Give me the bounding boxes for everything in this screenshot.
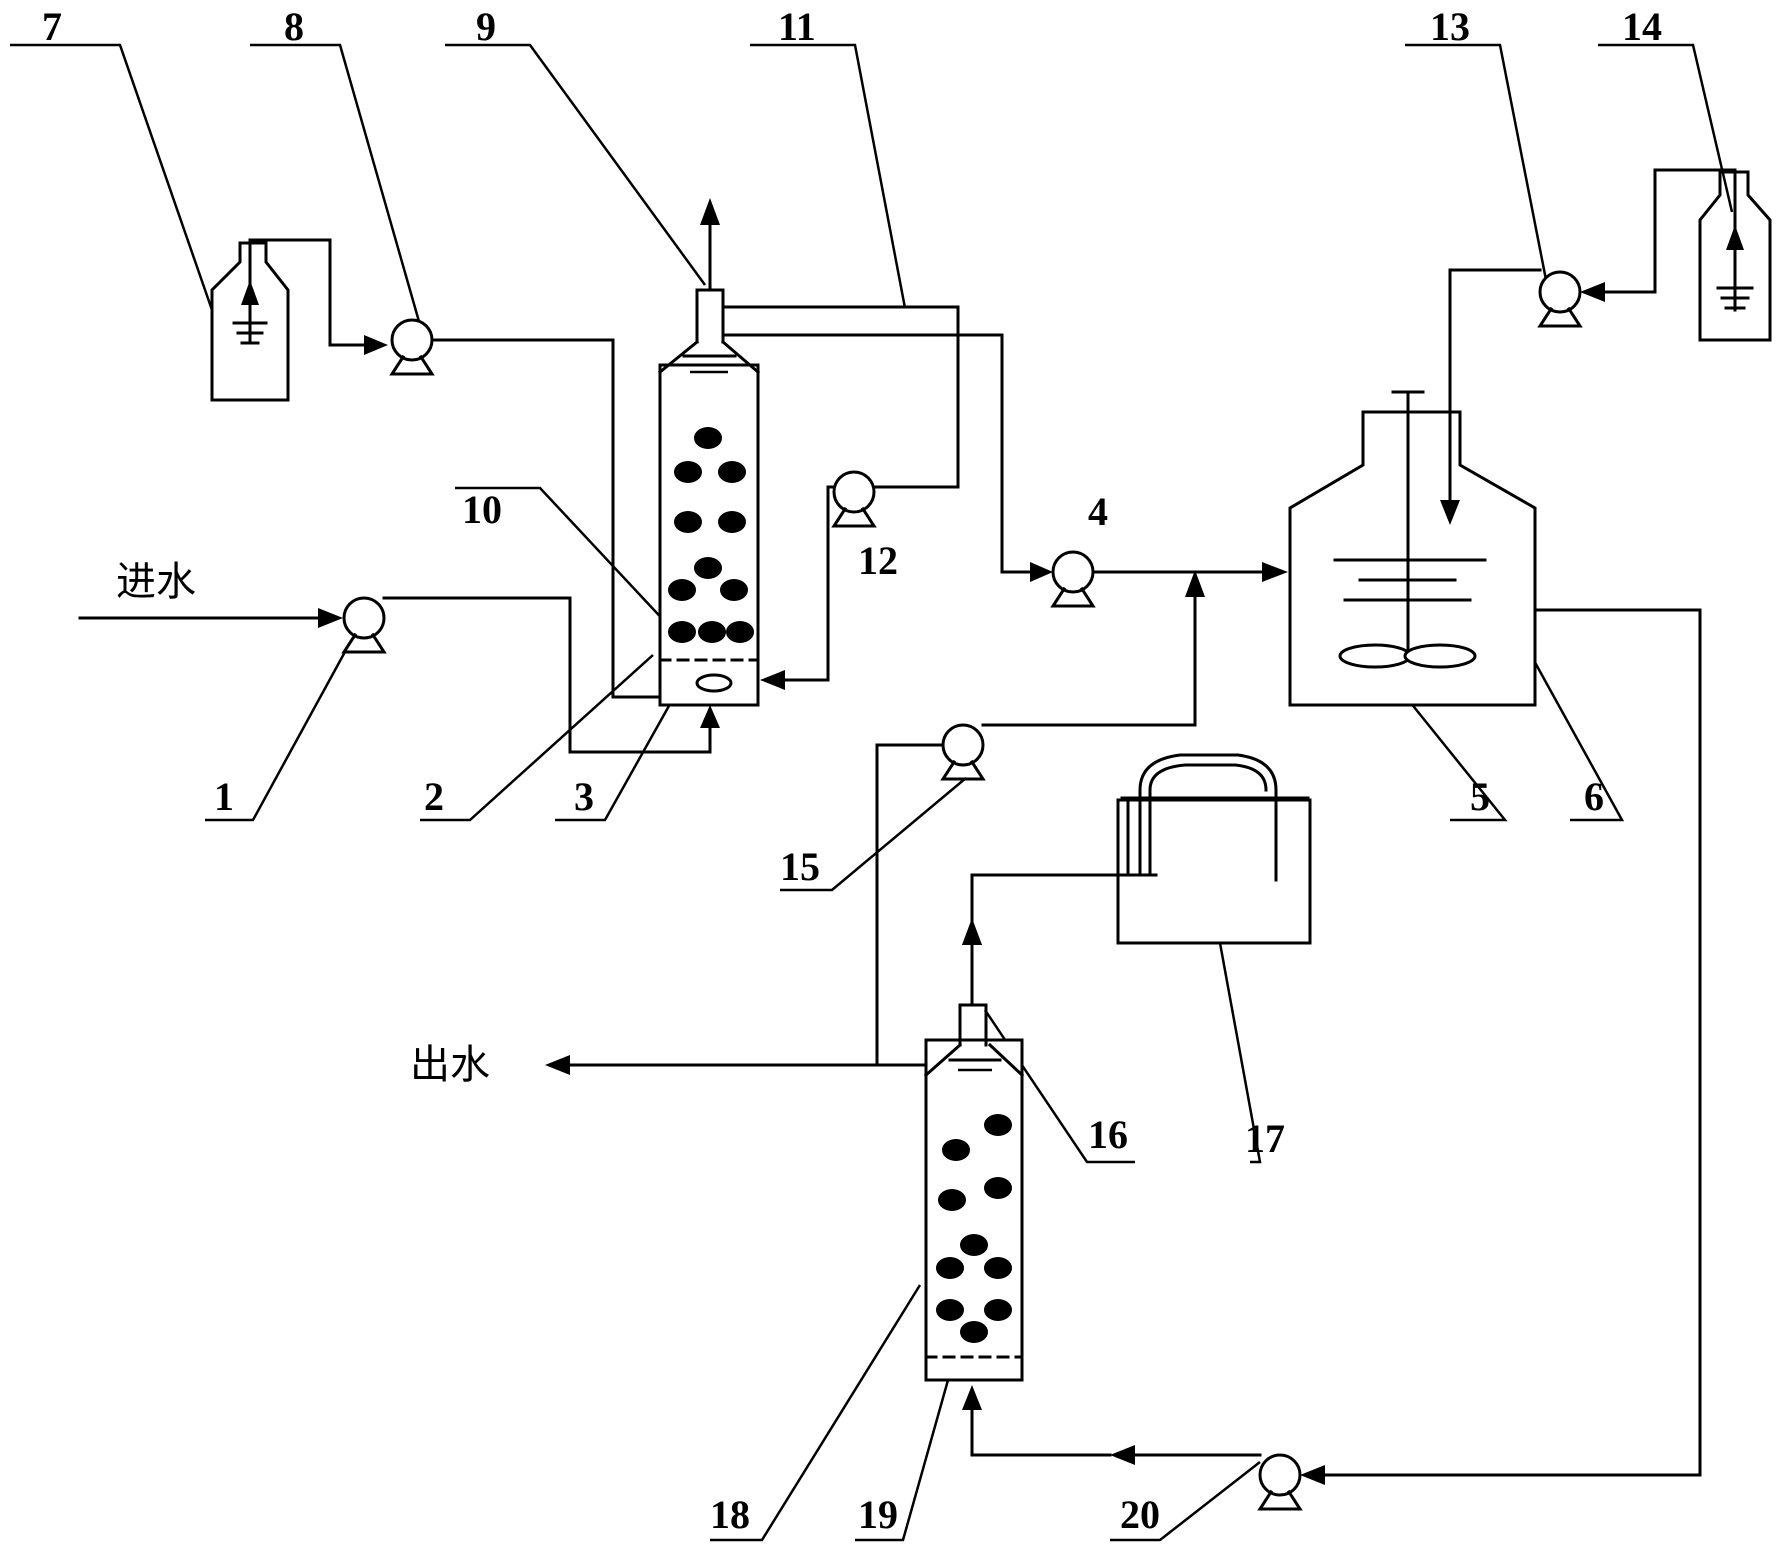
- label-7: 7: [42, 4, 62, 49]
- label-16: 16: [1088, 1112, 1128, 1157]
- reactor-column-upper: [657, 198, 761, 707]
- label-10: 10: [462, 487, 502, 532]
- inlet-label: 进水: [116, 559, 196, 605]
- label-12: 12: [858, 538, 898, 583]
- label-9: 9: [476, 4, 496, 49]
- dosing-pump-8: [390, 318, 662, 699]
- reactor-column-lower: [923, 918, 1025, 1382]
- label-1: 1: [214, 774, 234, 819]
- label-19: 19: [858, 1492, 898, 1537]
- label-20: 20: [1120, 1492, 1160, 1537]
- label-14: 14: [1622, 4, 1662, 49]
- transfer-pump-4: [1051, 550, 1288, 608]
- label-2: 2: [424, 774, 444, 819]
- label-15: 15: [780, 844, 820, 889]
- dosing-pump-13: [1440, 268, 1582, 525]
- gas-collector-17: [962, 753, 1312, 954]
- label-18: 18: [710, 1492, 750, 1537]
- label-3: 3: [574, 774, 594, 819]
- outlet-label: 出水: [410, 1042, 490, 1088]
- label-4: 4: [1088, 489, 1108, 534]
- recycle-pump-12: [760, 470, 876, 690]
- component-numbers: 7 8 9 11 13 14 10 12 4 1 2 3 5 6 15 16 1…: [42, 4, 1662, 1537]
- recycle-line-11: [721, 305, 1053, 582]
- media-balls-upper: [668, 427, 754, 643]
- media-balls-lower: [936, 1114, 1012, 1343]
- label-17: 17: [1245, 1116, 1285, 1161]
- feed-pump-1: [78, 596, 720, 754]
- label-13: 13: [1430, 4, 1470, 49]
- return-pump-20: [962, 608, 1702, 1511]
- label-8: 8: [284, 4, 304, 49]
- outlet-line: [545, 1055, 928, 1075]
- label-6: 6: [1584, 774, 1604, 819]
- label-5: 5: [1470, 774, 1490, 819]
- reagent-bottle-14: [1580, 168, 1772, 342]
- label-11: 11: [778, 4, 816, 49]
- stirred-tank-5: [1288, 390, 1702, 707]
- recycle-pump-15: [875, 570, 1205, 1067]
- reagent-bottle-7: [210, 238, 388, 402]
